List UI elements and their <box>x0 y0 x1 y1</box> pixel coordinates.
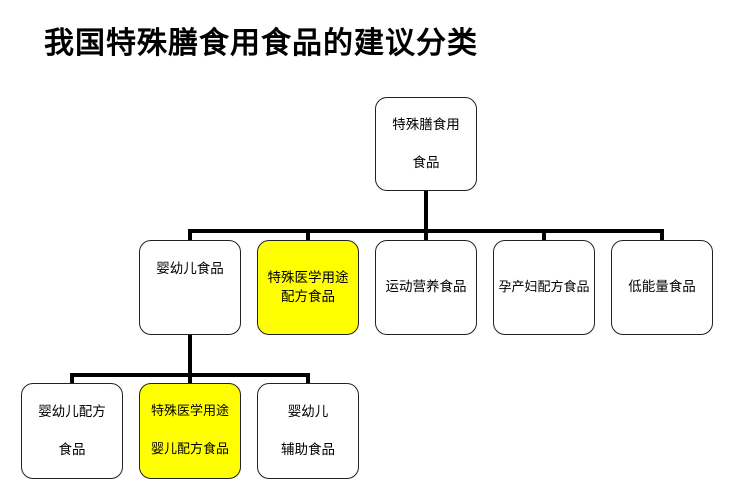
node-infant-food: 婴幼儿食品 <box>139 240 241 335</box>
node-root-line-2: 食品 <box>412 155 440 171</box>
node-fsmp-infant-formula-line-1: 特殊医学用途 <box>150 404 229 420</box>
node-low-energy-line-1: 低能量食品 <box>628 279 696 296</box>
node-maternal-formula: 孕产妇配方食品 <box>493 240 595 335</box>
node-complementary-food-line-1: 婴幼儿 <box>287 403 329 420</box>
node-infant-formula-line-1: 婴幼儿配方 <box>38 403 106 420</box>
node-infant-formula: 婴幼儿配方 食品 <box>21 383 123 479</box>
node-root: 特殊膳食用 食品 <box>375 97 477 191</box>
node-fsmp-line-1: 特殊医学用途 <box>267 270 349 287</box>
node-sports-nutrition-line-1: 运动营养食品 <box>385 279 467 296</box>
node-low-energy: 低能量食品 <box>611 240 713 335</box>
node-sports-nutrition: 运动营养食品 <box>375 240 477 335</box>
node-complementary-food-line-2: 辅助食品 <box>281 442 335 458</box>
node-maternal-formula-line-1: 孕产妇配方食品 <box>498 279 590 295</box>
node-fsmp: 特殊医学用途 配方食品 <box>257 240 359 335</box>
node-complementary-food: 婴幼儿 辅助食品 <box>257 383 359 479</box>
node-infant-formula-line-2: 食品 <box>58 442 86 458</box>
page-title: 我国特殊膳食用食品的建议分类 <box>44 26 478 61</box>
node-root-line-1: 特殊膳食用 <box>392 116 460 133</box>
node-fsmp-infant-formula-line-2: 婴儿配方食品 <box>150 442 229 457</box>
node-fsmp-line-2: 配方食品 <box>281 288 335 305</box>
node-infant-food-line-1: 婴幼儿食品 <box>156 261 224 277</box>
node-fsmp-infant-formula: 特殊医学用途 婴儿配方食品 <box>139 383 241 479</box>
